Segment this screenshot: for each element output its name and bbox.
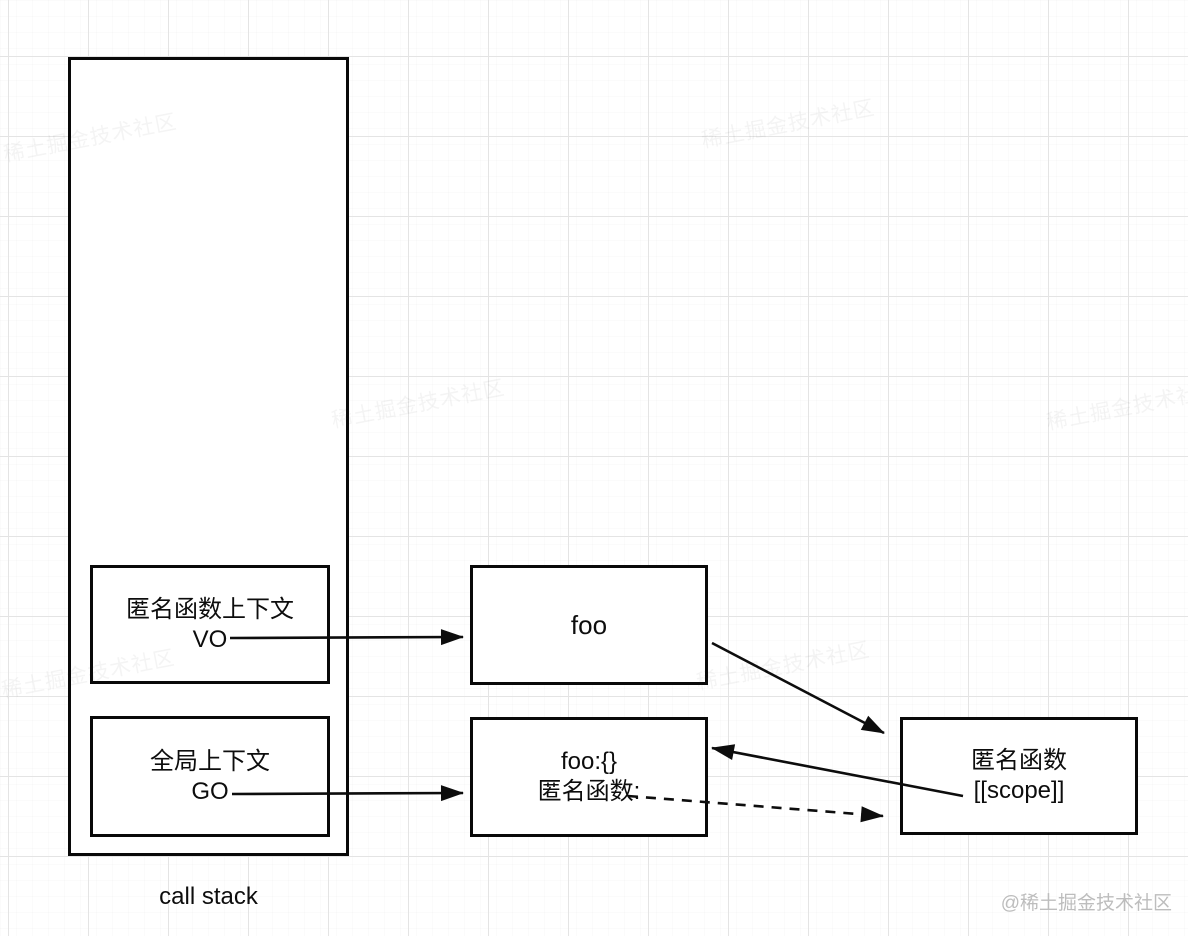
call-stack-label: call stack — [159, 883, 258, 910]
juejin-watermark: @稀土掘金技术社区 — [1000, 893, 1172, 914]
stack-frame-global-context-go-label: GO — [191, 777, 229, 805]
node-anonymous-function-scope: 匿名函数 [[scope]] — [900, 717, 1138, 835]
edge-foo-to-anonymous-scope — [711, 641, 885, 735]
node-foo: foo — [470, 565, 708, 685]
edge-vo-to-foo — [229, 629, 464, 646]
node-foo-object: foo:{} 匿名函数: — [470, 717, 708, 837]
stack-frame-anonymous-context: 匿名函数上下文 VO — [90, 565, 330, 684]
edge-scope-to-foo-object — [711, 744, 964, 798]
node-anonymous-function-scope-line1: 匿名函数 — [971, 747, 1067, 774]
node-anonymous-function-scope-line2: [[scope]] — [973, 777, 1065, 804]
node-foo-object-line1: foo:{} — [560, 748, 618, 775]
stack-frame-global-context-title: 全局上下文 — [150, 747, 270, 775]
node-foo-label: foo — [570, 610, 608, 640]
edge-foo-object-to-scope-dashed — [627, 794, 884, 823]
stack-frame-anonymous-context-title: 匿名函数上下文 — [126, 595, 294, 623]
edge-go-to-foo-object — [231, 785, 464, 802]
stack-frame-anonymous-context-vo-label: VO — [192, 625, 228, 653]
stack-frame-global-context: 全局上下文 GO — [90, 716, 330, 837]
node-foo-object-line2: 匿名函数: — [537, 778, 641, 805]
